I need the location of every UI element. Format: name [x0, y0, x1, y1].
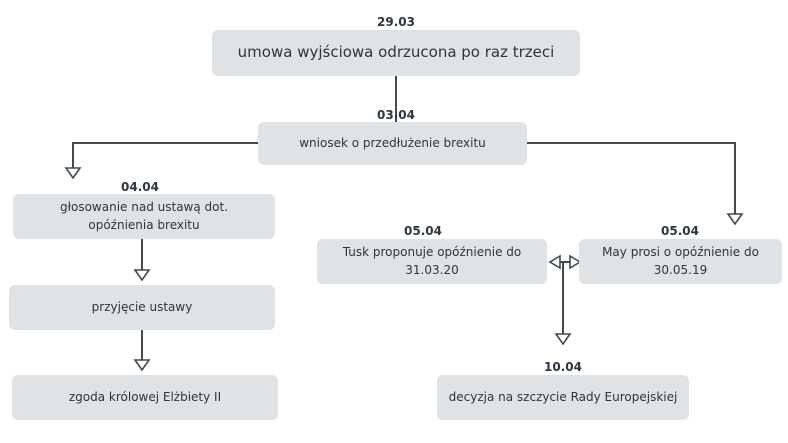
node-vote-on-bill: głosowanie nad ustawą dot. opóźnienia br… [13, 194, 275, 239]
arrowhead-n4 [133, 269, 151, 282]
date-label-n8: 10.04 [544, 360, 582, 374]
connector-n2-n3 [72, 142, 258, 168]
node-label-line1: głosowanie nad ustawą dot. [59, 200, 229, 215]
arrowhead-n8 [554, 333, 572, 346]
node-label: wniosek o przedłużenie brexitu [299, 135, 486, 150]
node-bill-passed: przyjęcie ustawy [9, 285, 275, 330]
arrowhead-n5 [133, 359, 151, 372]
node-may-request: May prosi o opóźnienie do 30.05.19 [579, 239, 782, 284]
node-label: zgoda królowej Elżbiety II [68, 389, 222, 404]
connector-n2-n7 [527, 142, 736, 214]
node-label: decyzja na szczycie Rady Europejskiej [448, 389, 678, 404]
node-extension-request: wniosek o przedłużenie brexitu [258, 122, 527, 165]
node-royal-assent: zgoda królowej Elżbiety II [12, 375, 278, 420]
arrowhead-n7 [726, 213, 744, 226]
date-label-n3: 04.04 [121, 180, 159, 194]
date-label-n2: 03.04 [377, 108, 415, 122]
node-label: umowa wyjściowa odrzucona po raz trzeci [237, 43, 555, 62]
node-label: przyjęcie ustawy [91, 299, 193, 314]
arrowhead-n3 [64, 167, 82, 180]
date-label-n1: 29.03 [377, 15, 415, 29]
node-european-council-decision: decyzja na szczycie Rady Europejskiej [437, 375, 689, 420]
node-tusk-proposal: Tusk proponuje opóźnienie do 31.03.20 [317, 239, 547, 284]
node-label-line2: opóźnienia brexitu [88, 217, 200, 232]
arrowhead-n6 [548, 254, 561, 270]
date-label-n6: 05.04 [404, 224, 442, 238]
arrowhead-n7-left [569, 254, 582, 270]
node-initial-deal-rejected: umowa wyjściowa odrzucona po raz trzeci [212, 30, 580, 76]
node-label: May prosi o opóźnienie do 30.05.19 [602, 245, 759, 277]
date-label-n7: 05.04 [661, 224, 699, 238]
node-label: Tusk proponuje opóźnienie do 31.03.20 [342, 245, 522, 277]
